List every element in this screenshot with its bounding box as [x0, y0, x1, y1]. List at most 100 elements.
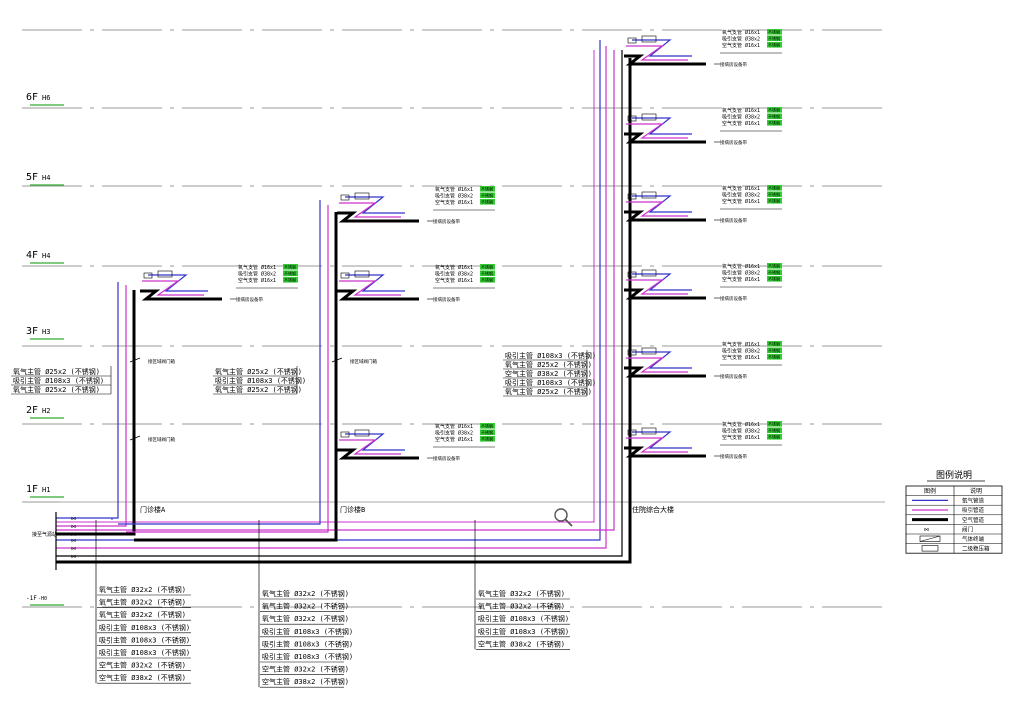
- valve-symbol: ⋈: [71, 516, 76, 522]
- branch-pipe-label: 吸引支管 Ø38x2: [722, 348, 760, 355]
- valve-symbol: ⋈: [71, 554, 76, 560]
- main-pipe-label: 吸引主管 Ø108x3 (不锈钢): [262, 652, 353, 661]
- building-name: 门诊楼B: [340, 505, 365, 514]
- material-tag-text: 不锈钢: [481, 185, 493, 191]
- riser-pipe-label: 氧气主管 Ø25x2 (不锈钢): [13, 385, 100, 394]
- valve-box-note: 接区域阀门箱: [148, 436, 175, 443]
- material-tag: [480, 429, 495, 436]
- material-tag-text: 不锈钢: [768, 420, 780, 426]
- main-pipe-label: 氧气主管 Ø32x2 (不锈钢): [478, 589, 565, 598]
- branch-pipe-label: 吸引支管 Ø38x2: [238, 271, 276, 278]
- material-tag-text: 不锈钢: [768, 262, 780, 268]
- material-tag: [480, 423, 495, 429]
- valve-symbol: ⋈: [71, 546, 76, 552]
- main-pipe-label: 空气主管 Ø32x2 (不锈钢): [262, 665, 349, 674]
- riser-pipe-label: 吸引主管 Ø108x3 (不锈钢): [13, 376, 104, 385]
- air-riser-a: [56, 290, 136, 536]
- branch-pipe-label: 空气支管 Ø16x1: [722, 354, 760, 361]
- material-tag-text: 不锈钢: [768, 119, 780, 125]
- material-tag-text: 不锈钢: [768, 28, 780, 34]
- material-tag-text: 不锈钢: [481, 276, 493, 282]
- legend-row-label: 气体终端: [962, 535, 985, 543]
- floor-gridlines: [22, 29, 885, 608]
- branch-pipe-label: 空气支管 Ø16x1: [722, 198, 760, 205]
- floor-marker--1F: -1F-H0: [26, 595, 64, 606]
- branch-pipe-label: 吸引支管 Ø38x2: [722, 114, 760, 121]
- branch-pipe-label: 氧气支管 Ø16x1: [435, 423, 473, 430]
- branch-pipe-label: 氧气支管 Ø16x1: [722, 263, 760, 270]
- branch-note: 接病房设备带: [236, 296, 263, 303]
- floor-level-label: 6F: [26, 92, 38, 103]
- branch-pipe-label: 吸引支管 Ø38x2: [722, 192, 760, 199]
- riser-pipe-label: 氧气主管 Ø25x2 (不锈钢): [505, 387, 592, 396]
- material-tag-text: 不锈钢: [284, 263, 296, 269]
- legend-row-label: 吸引管道: [962, 506, 985, 514]
- material-tag: [767, 29, 782, 35]
- material-tag-text: 不锈钢: [768, 35, 780, 41]
- material-tag-text: 不锈钢: [768, 340, 780, 346]
- oxygen-riser-a: [56, 282, 119, 519]
- material-tag-text: 不锈钢: [481, 270, 493, 276]
- floor-elevation-mark: H4: [42, 174, 50, 182]
- main-pipe-label: 吸引主管 Ø108x3 (不锈钢): [262, 627, 353, 636]
- material-tag-text: 不锈钢: [768, 269, 780, 275]
- vacuum-main-pipe: [56, 46, 607, 549]
- material-tag: [767, 269, 782, 276]
- main-pipe-label: 氧气主管 Ø32x2 (不锈钢): [478, 602, 565, 611]
- material-tag: [480, 270, 495, 277]
- branch-note: 接病房设备带: [720, 139, 747, 146]
- floor-level-label: 1F: [26, 484, 38, 495]
- main-pipe-label: 吸引主管 Ø108x3 (不锈钢): [99, 648, 190, 657]
- branch-note: 接病房设备带: [433, 218, 460, 225]
- branch-pipe-label: 吸引支管 Ø38x2: [722, 270, 760, 277]
- floor-elevation-mark: H3: [42, 328, 50, 336]
- floor-level-label: 2F: [26, 405, 38, 416]
- main-pipe-label: 吸引主管 Ø108x3 (不锈钢): [478, 614, 569, 623]
- source-label: 接至气源站: [32, 531, 57, 538]
- material-tag-text: 不锈钢: [481, 192, 493, 198]
- material-tag: [767, 113, 782, 120]
- main-pipe-label: 氧气主管 Ø32x2 (不锈钢): [262, 589, 349, 598]
- building-name: 住院综合大楼: [632, 505, 674, 514]
- branch-pipe-label: 空气支管 Ø16x1: [238, 277, 276, 284]
- material-tag-text: 不锈钢: [481, 429, 493, 435]
- zoom-magnifier-icon[interactable]: [554, 508, 573, 527]
- svg-text:⋈: ⋈: [924, 527, 929, 533]
- building-name: 门诊楼A: [140, 505, 166, 514]
- branch-pipe-label: 氧气支管 Ø16x1: [722, 185, 760, 192]
- branch-pipe-label: 空气支管 Ø16x1: [722, 434, 760, 441]
- branch-pipe-label: 吸引支管 Ø38x2: [722, 36, 760, 43]
- branch-note: 接病房设备带: [720, 453, 747, 460]
- material-tag: [767, 347, 782, 354]
- material-tag-text: 不锈钢: [768, 353, 780, 359]
- floor-level-label: 5F: [26, 172, 38, 183]
- material-tag: [480, 277, 495, 283]
- branch-pipe-label: 氧气支管 Ø16x1: [435, 264, 473, 271]
- main-pipe-label: 氧气主管 Ø32x2 (不锈钢): [262, 614, 349, 623]
- branch-note: 接病房设备带: [720, 217, 747, 224]
- valve-symbol: [129, 435, 141, 441]
- material-tag-text: 不锈钢: [768, 106, 780, 112]
- material-tag: [767, 427, 782, 434]
- material-tag: [480, 192, 495, 199]
- air-main-pipe: [56, 58, 632, 564]
- material-tag: [767, 107, 782, 113]
- material-tag: [283, 264, 298, 270]
- floor-level-label: 4F: [26, 250, 38, 261]
- legend-row-label: 空气管道: [962, 516, 985, 524]
- main-pipe-label: 吸引主管 Ø108x3 (不锈钢): [99, 635, 190, 644]
- material-tag: [767, 434, 782, 440]
- valve-box-note: 接区域阀门箱: [148, 358, 175, 365]
- riser-pipe-label: 氧气主管 Ø25x2 (不锈钢): [215, 367, 302, 376]
- riser-pipe-label: 吸引主管 Ø108x3 (不锈钢): [505, 378, 596, 387]
- riser-pipe-label: 空气主管 Ø38x2 (不锈钢): [505, 369, 592, 378]
- material-tag: [767, 341, 782, 347]
